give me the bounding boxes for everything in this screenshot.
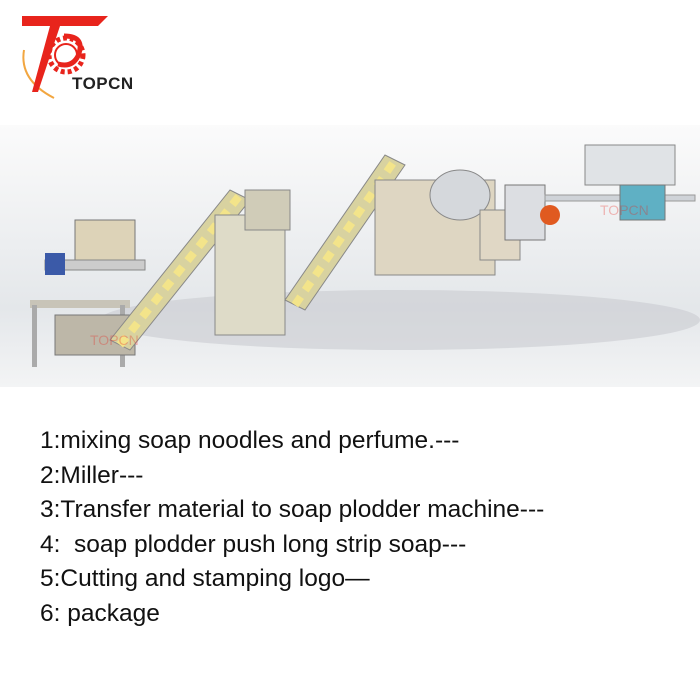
step-item: 3:Transfer material to soap plodder mach… — [40, 496, 545, 523]
miller-machine — [214, 189, 291, 336]
topcn-logo: TOPCN — [14, 10, 133, 100]
process-steps-list: 1:mixing soap noodles and perfume.--- 2:… — [40, 424, 544, 631]
watermark: TOPCN — [90, 332, 139, 348]
step-item: 2:Miller--- — [40, 461, 144, 489]
logo-text: TOPCN — [72, 74, 134, 93]
step-item: 5:Cutting and stamping logo— — [40, 565, 370, 592]
step-item: 1:mixing soap noodles and perfume.--- — [40, 427, 460, 454]
packaging-machine — [584, 144, 676, 221]
logo-emblem-icon — [22, 16, 108, 99]
step-item: 6: package — [40, 599, 160, 627]
production-line-illustration: TOPCN TOPCN — [0, 125, 700, 387]
watermark: TOPCN — [600, 202, 649, 218]
step-item: 4: soap plodder push long strip soap--- — [40, 530, 467, 558]
